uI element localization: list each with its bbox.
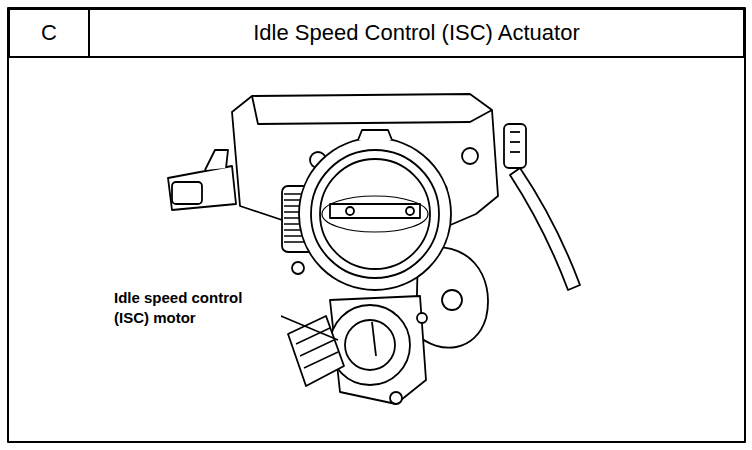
mount-screw bbox=[292, 262, 304, 274]
body-hole bbox=[462, 148, 478, 164]
plate-screw bbox=[346, 207, 354, 215]
section-title-cell: Idle Speed Control (ISC) Actuator bbox=[88, 8, 745, 58]
isc-connector bbox=[288, 316, 344, 386]
bracket-tab bbox=[205, 150, 228, 170]
mount-screw bbox=[390, 392, 402, 404]
shaft-bracket bbox=[168, 166, 236, 210]
throttle-plate-edge bbox=[322, 196, 428, 232]
section-title: Idle Speed Control (ISC) Actuator bbox=[253, 20, 580, 46]
outer-frame bbox=[8, 8, 745, 442]
isc-detail bbox=[372, 322, 376, 356]
body-edge bbox=[252, 96, 492, 124]
bore-tab bbox=[358, 130, 392, 140]
isc-motor-cap bbox=[345, 320, 395, 370]
mount-screw bbox=[417, 313, 427, 323]
bore-flange bbox=[299, 138, 451, 290]
bore-ring bbox=[311, 150, 439, 278]
sensor-cable bbox=[510, 168, 580, 290]
part-label: Idle speed control (ISC) motor bbox=[112, 287, 281, 330]
plate-screw bbox=[406, 207, 414, 215]
shaft-end bbox=[172, 182, 202, 204]
sensor-connector bbox=[504, 124, 526, 168]
housing-boss bbox=[442, 290, 462, 310]
bore-inner bbox=[320, 159, 430, 269]
isc-motor bbox=[330, 305, 410, 385]
isc-base bbox=[330, 296, 426, 404]
throttle-shaft bbox=[330, 204, 420, 218]
section-letter-cell: C bbox=[8, 8, 90, 58]
section-letter: C bbox=[41, 20, 57, 46]
